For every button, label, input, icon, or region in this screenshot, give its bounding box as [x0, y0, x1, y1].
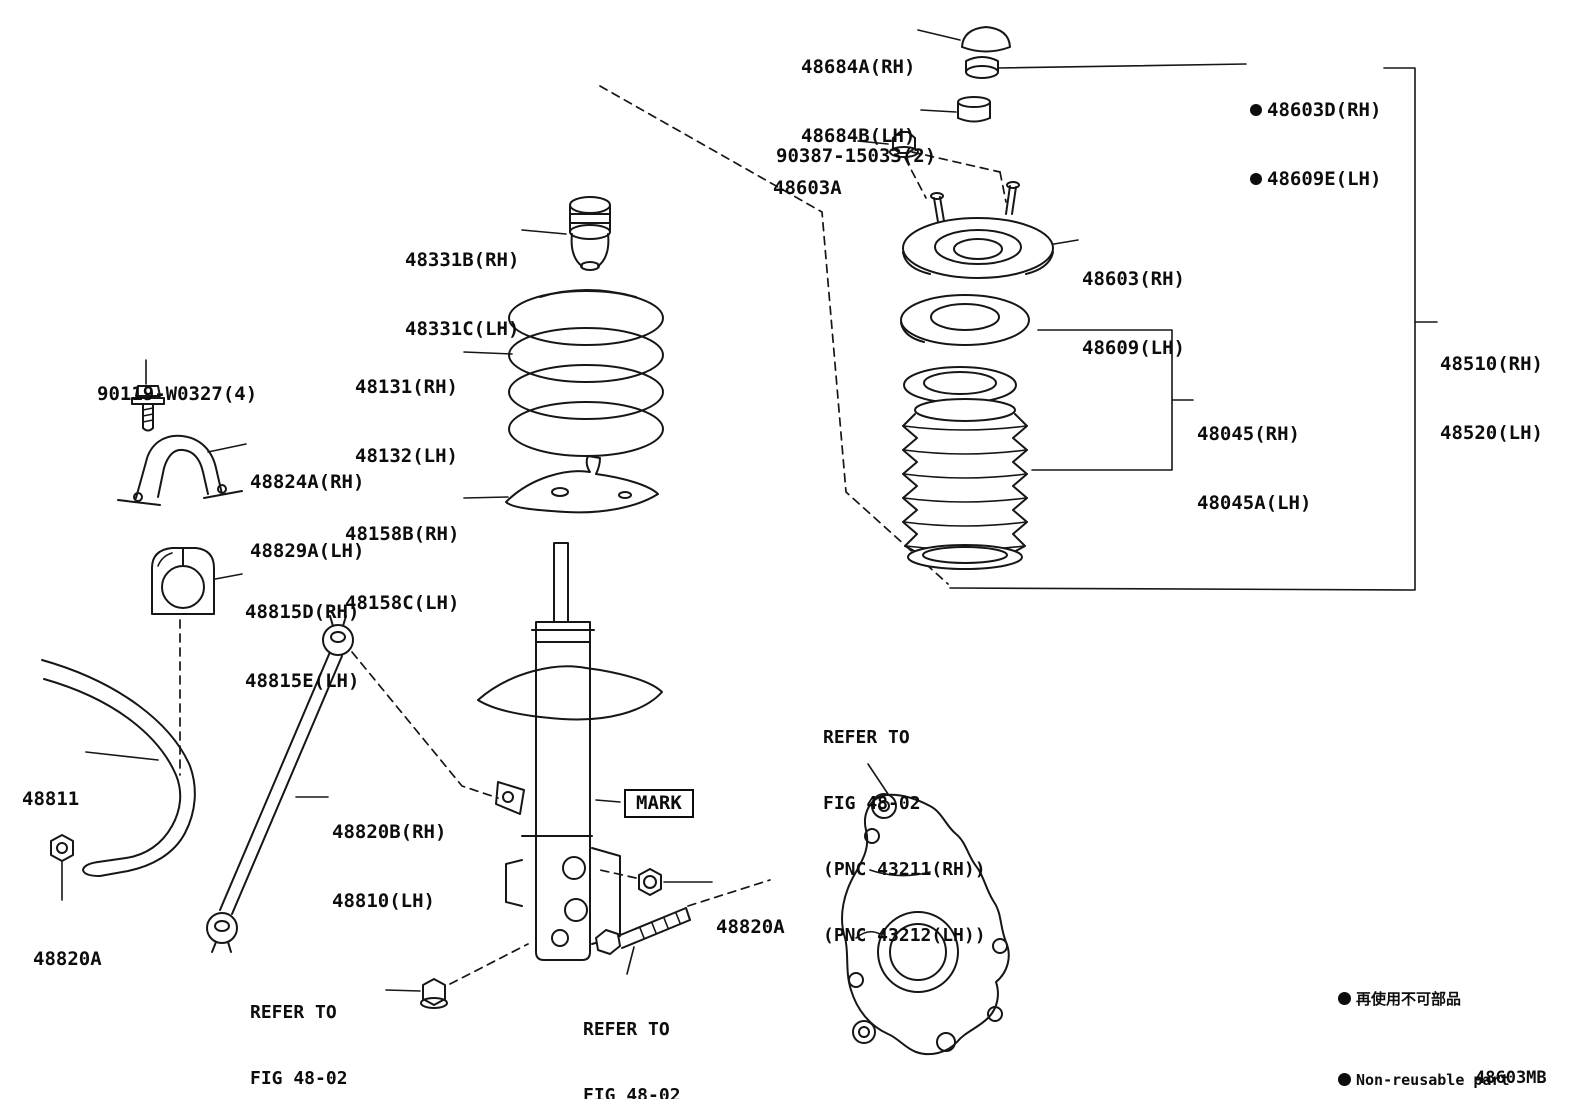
part-label-48331: 48331B(RH) 48331C(LH) [405, 203, 519, 387]
part-number: 48609(LH) [1082, 337, 1185, 359]
part-label-48603D: 48603D(RH) 48609E(LH) [1250, 53, 1381, 237]
leader-lines [61, 29, 1438, 992]
non-reusable-dot-icon [1338, 1073, 1351, 1086]
non-reusable-dot-icon [1338, 992, 1351, 1005]
part-label-48158: 48158B(RH) 48158C(LH) [345, 477, 459, 661]
dust-cover-part [902, 398, 1028, 570]
part-number: 48158C(LH) [345, 592, 460, 614]
part-number: 48684A(RH) [801, 56, 916, 78]
diagram-code: 48603MB [1475, 1068, 1547, 1088]
part-number: 48132(LH) [355, 445, 458, 467]
part-number: 48331B(RH) [405, 249, 520, 271]
part-number: 48684B(LH) [801, 125, 916, 147]
stabilizer-bushing-part [151, 547, 215, 615]
part-label-48131: 48131(RH) 48132(LH) [355, 330, 458, 514]
refer-note-lower-mid: REFER TO FIG 48-02 (PNC 43211K(RH)) (PNC… [583, 1019, 681, 1099]
suspension-support-part [902, 181, 1054, 279]
part-number: 48815E(LH) [245, 670, 360, 692]
knuckle-part [841, 793, 1010, 1056]
non-reusable-dot-icon [1250, 104, 1262, 116]
part-number: 48158B(RH) [345, 523, 460, 545]
strut-part [477, 542, 663, 961]
part-label-48045: 48045(RH) 48045A(LH) [1197, 377, 1311, 561]
part-label-48603A: 48603A [773, 131, 842, 246]
part-label-48820A-mid: 48820A [716, 870, 785, 985]
strut-cap-part [961, 26, 1011, 53]
part-label-48815: 48815D(RH) 48815E(LH) [245, 555, 359, 739]
part-number: 48603(RH) [1082, 268, 1185, 290]
part-number: 90387-15033(2) [776, 145, 937, 167]
part-number: 48045A(LH) [1197, 492, 1312, 514]
part-number: 48820A [716, 916, 785, 938]
part-number: 48829A(LH) [250, 540, 365, 562]
part-label-48824: 48824A(RH) 48829A(LH) [250, 425, 364, 609]
stabilizer-link-part [206, 615, 354, 953]
spacer-part [957, 96, 991, 123]
assembly-dashed-lines [179, 85, 1007, 985]
part-number: 48331C(LH) [405, 318, 520, 340]
knuckle-nut-part [420, 978, 448, 1009]
part-number: 48824A(RH) [250, 471, 365, 493]
spring-seat-insulator-part [903, 366, 1017, 404]
part-label-48820B: 48820B(RH) 48810(LH) [332, 775, 446, 959]
refer-note-knuckle: REFER TO FIG 48-02 (PNC 43211(RH)) (PNC … [823, 727, 986, 946]
part-label-90387: 90387-15033(2) [776, 99, 936, 214]
spring-upper-seat-part [900, 294, 1030, 346]
part-number: 48510(RH) [1440, 353, 1543, 375]
part-number: 90119-W0327(4) [97, 383, 258, 405]
legend-text-en: Non-reusable part [1356, 1071, 1510, 1089]
link-nut-left-part [50, 834, 74, 862]
part-number: 48820B(RH) [332, 821, 447, 843]
part-number: 48520(LH) [1440, 422, 1543, 444]
stabilizer-bar-part [41, 659, 196, 877]
mark-label: MARK [624, 789, 694, 818]
non-reusable-legend: 再使用不可部品 Non-reusable part [1338, 932, 1510, 1099]
part-label-48820A-left: 48820A [33, 902, 102, 1017]
part-number: 48603D(RH) [1267, 99, 1382, 121]
part-label-48603: 48603(RH) 48609(LH) [1082, 222, 1185, 406]
bump-stopper-part [569, 196, 611, 271]
top-nut-part [965, 56, 999, 79]
part-label-48811: 48811 [22, 742, 79, 857]
part-number: 48609E(LH) [1267, 168, 1382, 190]
knuckle-bolt-part [595, 907, 691, 955]
part-number: 48810(LH) [332, 890, 435, 912]
part-label-48684: 48684A(RH) 48684B(LH) [801, 10, 915, 194]
part-number: 48811 [22, 788, 80, 810]
part-number: 48815D(RH) [245, 601, 360, 623]
legend-text-jp: 再使用不可部品 [1356, 990, 1462, 1008]
link-nut-mid-part [638, 868, 662, 896]
refer-note-lower-left: REFER TO FIG 48-02 (PNC 43211L(RH)) (PNC… [250, 1002, 348, 1089]
part-label-90119: 90119-W0327(4) [97, 337, 257, 452]
flange-nut-part [889, 131, 919, 158]
part-number: 48820A [33, 948, 102, 970]
lower-insulator-part [505, 455, 659, 514]
non-reusable-dot-icon [1250, 173, 1262, 185]
coil-spring-part [508, 289, 664, 457]
part-label-48510: 48510(RH) 48520(LH) [1440, 307, 1543, 491]
part-number: 48603A [773, 177, 842, 199]
stabilizer-bolt-part [131, 385, 165, 432]
part-number: 48045(RH) [1197, 423, 1300, 445]
part-number: 48131(RH) [355, 376, 458, 398]
stabilizer-bracket-part [117, 434, 243, 506]
